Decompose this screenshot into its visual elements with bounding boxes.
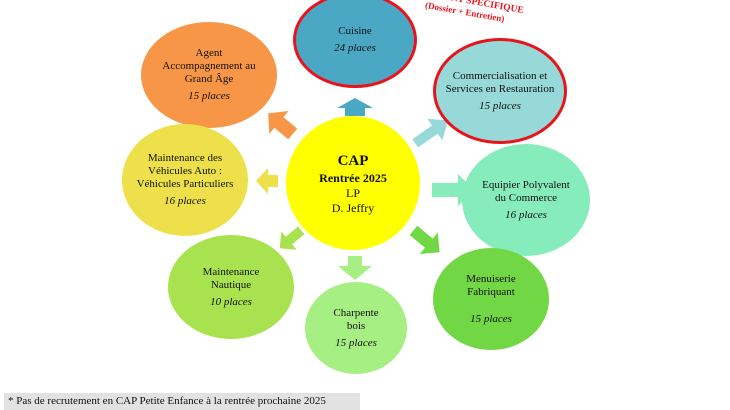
- footnote: * Pas de recrutement en CAP Petite Enfan…: [4, 393, 360, 410]
- node-commercialisation: Commercialisation et Services en Restaur…: [433, 38, 567, 144]
- node-center-cap: CAP Rentrée 2025 LP D. Jeffry: [286, 116, 420, 250]
- arrow-upleft: [268, 110, 298, 140]
- arrow-upright: [412, 118, 449, 148]
- node-maintenance-vehicules: Maintenance des Véhicules Auto : Véhicul…: [122, 124, 248, 236]
- arrow-down: [338, 256, 372, 280]
- arrow-left: [256, 168, 278, 194]
- arrow-downright: [409, 225, 440, 254]
- arrow-up: [337, 98, 373, 116]
- arrow-downleft: [279, 226, 305, 250]
